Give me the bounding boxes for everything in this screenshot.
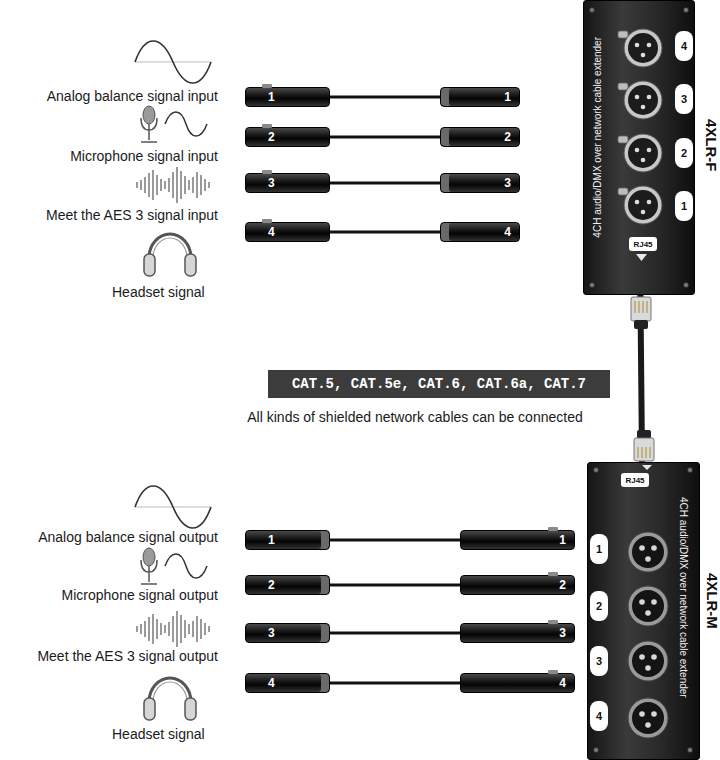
channel-number: 1 [596, 543, 602, 555]
cable-type-box: CAT.5, CAT.5e, CAT.6, CAT.6a, CAT.7 [268, 370, 610, 398]
signal-label: All kinds of shielded network cables can… [205, 409, 625, 425]
audio-cable [330, 632, 460, 635]
channel-number: 4 [681, 40, 687, 52]
xlr-connector: 4 [245, 673, 330, 693]
headphone-icon [144, 234, 196, 276]
xlr-connector: 2 [440, 127, 520, 147]
audio-cable [330, 136, 440, 139]
xlr-connector: 1 [245, 530, 330, 550]
connector-number: 1 [268, 90, 275, 104]
xlr-connector: 3 [460, 623, 575, 643]
connector-number: 1 [504, 90, 511, 104]
channel-number: 2 [681, 147, 687, 159]
headphone-icon [144, 678, 196, 720]
audio-cable [330, 96, 440, 99]
audio-cable [330, 231, 440, 234]
model-label: 4XLR-F [703, 119, 720, 172]
sine-icon [135, 41, 211, 83]
audio-cable [330, 182, 440, 185]
xlr-connector: 1 [245, 87, 330, 107]
signal-label: Meet the AES 3 signal output [37, 648, 218, 664]
cable-types: CAT.5, CAT.5e, CAT.6, CAT.6a, CAT.7 [292, 376, 586, 392]
connector-number: 4 [504, 225, 511, 239]
connector-number: 3 [268, 626, 275, 640]
connector-number: 2 [268, 130, 275, 144]
rj45-plug [631, 297, 651, 329]
signal-label: Headset signal [112, 726, 205, 742]
connector-number: 3 [504, 176, 511, 190]
microphone-icon [141, 106, 207, 142]
device-title: 4CH audio/DMX over network cable extende… [678, 497, 689, 698]
connector-number: 1 [559, 533, 566, 547]
channel-tab: 3 [590, 646, 608, 676]
channel-number: 1 [681, 200, 687, 212]
port-tab: RJ45 [621, 473, 649, 487]
xlr-connector: 3 [245, 623, 330, 643]
xlr-connector: 1 [460, 530, 575, 550]
connector-number: 2 [559, 578, 566, 592]
channel-number: 4 [596, 710, 602, 722]
channel-number: 3 [596, 655, 602, 667]
connector-number: 4 [559, 676, 566, 690]
channel-tab: 1 [590, 534, 608, 564]
waveform-icon [137, 167, 209, 203]
channel-tab: 4 [590, 701, 608, 731]
port-tab: RJ45 [629, 237, 657, 251]
extender-box: 4XLR-M4CH audio/DMX over network cable e… [587, 462, 700, 760]
channel-tab: 1 [675, 191, 693, 221]
xlr-connector: 4 [245, 222, 330, 242]
xlr-connector: 2 [460, 575, 575, 595]
xlr-connector: 2 [245, 575, 330, 595]
connector-number: 2 [504, 130, 511, 144]
signal-label: Analog balance signal output [38, 529, 218, 545]
signal-label: Analog balance signal input [47, 88, 218, 104]
xlr-connector: 2 [245, 127, 330, 147]
audio-cable [330, 682, 460, 685]
channel-tab: 3 [675, 84, 693, 114]
audio-cable [330, 539, 460, 542]
channel-number: 2 [596, 600, 602, 612]
device-title: 4CH audio/DMX over network cable extende… [592, 37, 603, 238]
connector-number: 3 [559, 626, 566, 640]
channel-tab: 2 [675, 138, 693, 168]
connector-number: 4 [268, 676, 275, 690]
signal-label: Meet the AES 3 signal input [46, 207, 218, 223]
model-label: 4XLR-M [704, 573, 720, 629]
port-label: RJ45 [633, 240, 652, 249]
port-label: RJ45 [625, 476, 644, 485]
connector-number: 1 [268, 533, 275, 547]
rj45-plug [634, 430, 654, 461]
sine-icon [135, 486, 211, 528]
channel-tab: 2 [590, 591, 608, 621]
connector-number: 4 [268, 225, 275, 239]
waveform-icon [137, 611, 209, 647]
audio-cable [330, 584, 460, 587]
xlr-connector: 4 [440, 222, 520, 242]
extender-box: 4XLR-F4CH audio/DMX over network cable e… [583, 0, 695, 295]
channel-tab: 4 [675, 31, 693, 61]
microphone-icon [141, 548, 207, 584]
signal-label: Microphone signal input [70, 148, 218, 164]
xlr-connector: 3 [245, 173, 330, 193]
signal-label: Microphone signal output [62, 587, 218, 603]
xlr-connector: 1 [440, 87, 520, 107]
xlr-connector: 3 [440, 173, 520, 193]
connector-number: 2 [268, 578, 275, 592]
xlr-connector: 4 [460, 673, 575, 693]
network-cable [640, 295, 642, 462]
signal-label: Headset signal [112, 284, 205, 300]
channel-number: 3 [681, 93, 687, 105]
connector-number: 3 [268, 176, 275, 190]
